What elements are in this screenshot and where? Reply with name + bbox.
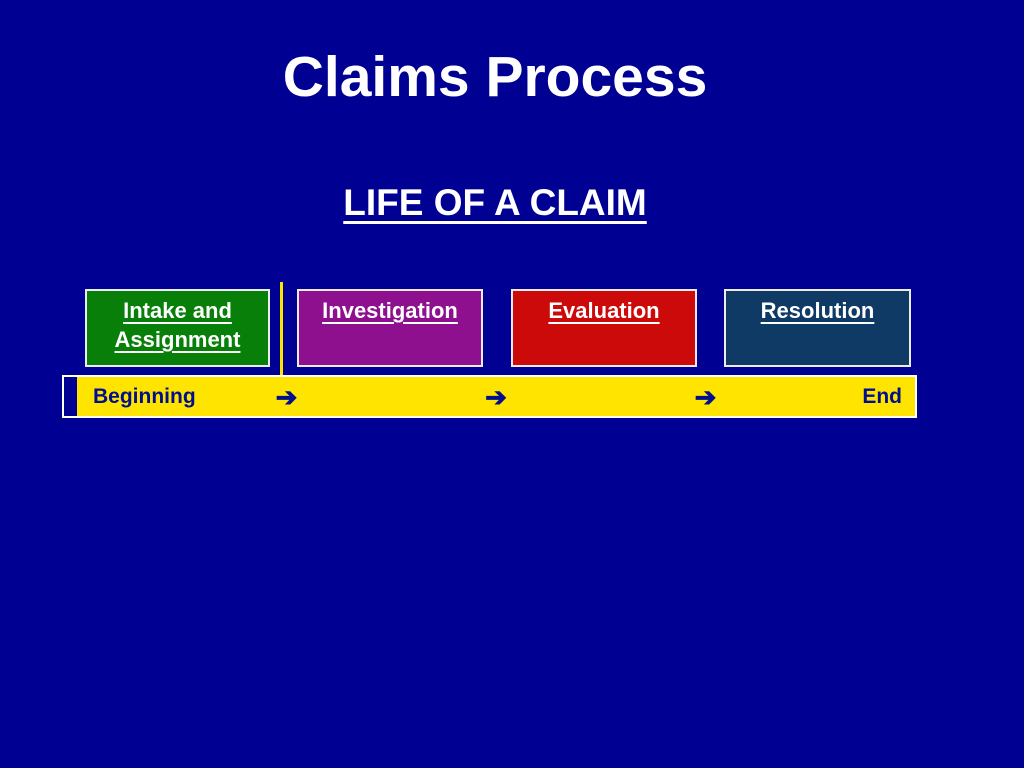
- stage-label-line: Evaluation: [548, 298, 660, 323]
- stage-label-line: Investigation: [322, 298, 458, 323]
- stage-box-investigation: Investigation: [297, 289, 483, 367]
- stage-box-resolution: Resolution: [724, 289, 911, 367]
- arrow-right-icon: ➔: [485, 381, 507, 412]
- stage-label-line: Assignment: [114, 327, 241, 352]
- stage-label-line: Intake and: [123, 298, 232, 323]
- timeline-frame: Beginning ➔ ➔ ➔ End: [62, 375, 917, 418]
- arrow-right-icon: ➔: [275, 381, 298, 412]
- stage-label-line: Resolution: [760, 298, 875, 323]
- stage-box-intake-and-assignment: Intake and Assignment: [85, 289, 270, 367]
- arrow-right-icon: ➔: [694, 381, 717, 412]
- timeline-bar: Beginning ➔ ➔ ➔ End: [77, 377, 915, 416]
- timeline-start-label: Beginning: [93, 384, 196, 408]
- stage-divider-line: [280, 282, 283, 376]
- slide-subtitle: LIFE OF A CLAIM: [343, 182, 647, 223]
- stage-box-evaluation: Evaluation: [511, 289, 697, 367]
- slide-title: Claims Process: [282, 45, 708, 109]
- timeline-end-label: End: [862, 384, 902, 408]
